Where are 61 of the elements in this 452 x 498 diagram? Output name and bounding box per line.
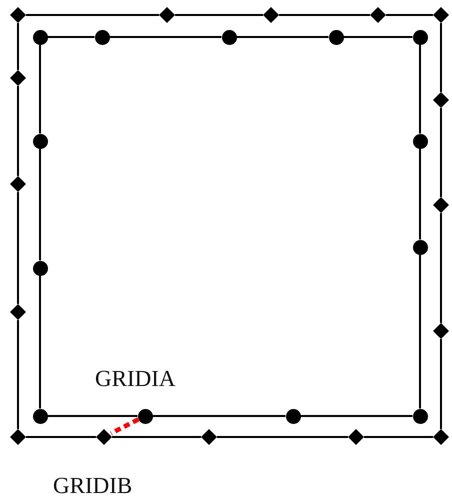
connector-line bbox=[48, 36, 94, 38]
connector-line bbox=[17, 192, 19, 304]
connector-line bbox=[440, 108, 442, 197]
circle-marker bbox=[412, 408, 428, 424]
connector-line bbox=[17, 86, 19, 176]
diamond-marker bbox=[10, 429, 26, 445]
point-label: GRIDIA bbox=[95, 367, 176, 390]
connector-line bbox=[175, 14, 263, 16]
circle-marker bbox=[222, 30, 236, 44]
diamond-marker bbox=[263, 7, 279, 23]
connector-line bbox=[440, 339, 442, 429]
connector-line bbox=[440, 213, 442, 323]
connector-line bbox=[152, 415, 286, 417]
diamond-marker bbox=[10, 176, 26, 192]
diamond-marker bbox=[10, 70, 26, 86]
point-label: GRIDIB bbox=[53, 474, 132, 497]
connector-line bbox=[300, 415, 412, 417]
diamond-marker bbox=[433, 323, 449, 339]
diamond-marker bbox=[433, 7, 449, 23]
connector-line bbox=[419, 254, 421, 408]
connector-line bbox=[112, 436, 201, 438]
circle-marker bbox=[412, 30, 428, 44]
connector-line bbox=[39, 148, 41, 260]
connector-line bbox=[419, 44, 421, 134]
connector-line bbox=[110, 36, 222, 38]
circle-marker bbox=[32, 260, 48, 276]
connector-line bbox=[364, 436, 433, 438]
connector-line bbox=[386, 14, 433, 16]
connector-line bbox=[26, 436, 96, 438]
diamond-marker bbox=[433, 197, 449, 213]
diamond-marker bbox=[370, 7, 386, 23]
diamond-marker bbox=[96, 429, 112, 445]
connector-line bbox=[279, 14, 370, 16]
diamond-marker bbox=[159, 7, 175, 23]
connector-line bbox=[17, 23, 19, 70]
connector-line bbox=[440, 23, 442, 92]
circle-marker bbox=[32, 30, 48, 44]
connector-line bbox=[419, 148, 421, 240]
connector-line bbox=[26, 14, 159, 16]
circle-marker bbox=[286, 408, 300, 424]
dashed-connector bbox=[110, 417, 140, 436]
circle-marker bbox=[32, 134, 48, 148]
connector-line bbox=[217, 436, 348, 438]
circle-marker bbox=[412, 134, 428, 148]
circle-marker bbox=[412, 240, 428, 254]
connector-line bbox=[344, 36, 412, 38]
diamond-marker bbox=[348, 429, 364, 445]
diamond-marker bbox=[433, 92, 449, 108]
diamond-marker bbox=[10, 304, 26, 320]
circle-marker bbox=[32, 408, 48, 424]
connector-line bbox=[236, 36, 328, 38]
connector-line bbox=[48, 415, 138, 417]
circle-marker bbox=[94, 30, 110, 44]
diamond-marker bbox=[10, 7, 26, 23]
connector-line bbox=[17, 320, 19, 429]
circle-marker bbox=[138, 408, 152, 424]
connector-line bbox=[39, 44, 41, 134]
connector-line bbox=[39, 276, 41, 408]
circle-marker bbox=[328, 30, 344, 44]
diamond-marker bbox=[201, 429, 217, 445]
diamond-marker bbox=[433, 429, 449, 445]
